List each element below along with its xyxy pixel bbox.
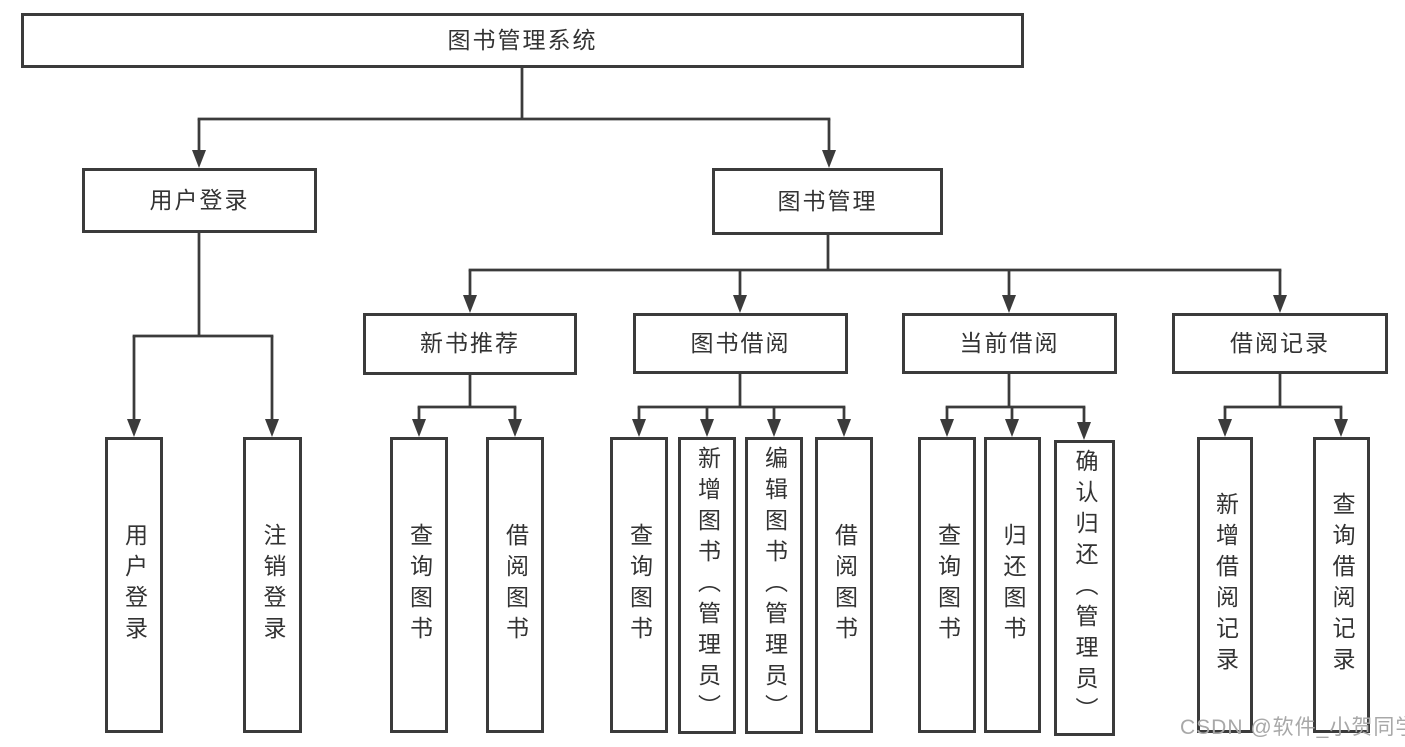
new-book-recommend-label: 新书推荐 <box>420 330 520 357</box>
borrowing-records-box: 借阅记录 <box>1172 313 1388 374</box>
leaf-confirm-return-admin-box: 确认归还（管理员） <box>1054 440 1115 736</box>
leaf-query-books-recommend-box: 查询图书 <box>390 437 448 733</box>
leaf-borrow-books-recommend-label: 借阅图书 <box>502 523 529 647</box>
csdn-watermark: CSDN @软件_小贺同学 <box>1180 716 1405 739</box>
root-box: 图书管理系统 <box>21 13 1024 68</box>
leaf-user-login-label: 用户登录 <box>121 523 148 647</box>
leaf-borrow-books-recommend-box: 借阅图书 <box>486 437 544 733</box>
leaf-logout-label: 注销登录 <box>260 523 286 647</box>
leaf-user-login-box: 用户登录 <box>105 437 163 733</box>
current-borrowing-label: 当前借阅 <box>959 329 1060 356</box>
leaf-add-books-admin-label: 新增图书（管理员） <box>694 446 721 725</box>
leaf-query-books-borrowing-label: 查询图书 <box>626 523 653 647</box>
leaf-borrow-books-borrowing-box: 借阅图书 <box>815 437 873 733</box>
current-borrowing-box: 当前借阅 <box>902 313 1117 374</box>
root-label: 图书管理系统 <box>447 26 598 53</box>
leaf-add-books-admin-box: 新增图书（管理员） <box>678 437 736 734</box>
leaf-add-borrow-record-box: 新增借阅记录 <box>1197 437 1253 733</box>
leaf-borrow-books-borrowing-label: 借阅图书 <box>831 523 858 647</box>
leaf-edit-books-admin-label: 编辑图书（管理员） <box>761 446 788 725</box>
book-borrowing-box: 图书借阅 <box>633 313 848 374</box>
leaf-logout-box: 注销登录 <box>243 437 302 733</box>
leaf-add-borrow-record-label: 新增借阅记录 <box>1212 492 1239 678</box>
user-login-label: 用户登录 <box>149 186 250 213</box>
leaf-confirm-return-admin-label: 确认归还（管理员） <box>1072 448 1098 728</box>
leaf-return-books-box: 归还图书 <box>984 437 1041 733</box>
book-management-label: 图书管理 <box>777 187 878 214</box>
book-management-box: 图书管理 <box>712 168 943 235</box>
leaf-query-books-recommend-label: 查询图书 <box>406 523 433 647</box>
user-login-box: 用户登录 <box>82 168 317 233</box>
leaf-query-borrow-record-label: 查询借阅记录 <box>1329 492 1355 678</box>
leaf-query-books-current-label: 查询图书 <box>934 523 961 647</box>
leaf-query-books-borrowing-box: 查询图书 <box>610 437 668 733</box>
leaf-edit-books-admin-box: 编辑图书（管理员） <box>745 437 803 734</box>
book-borrowing-label: 图书借阅 <box>690 329 791 356</box>
new-book-recommend-box: 新书推荐 <box>363 313 577 375</box>
leaf-query-books-current-box: 查询图书 <box>918 437 976 733</box>
leaf-query-borrow-record-box: 查询借阅记录 <box>1313 437 1370 733</box>
leaf-return-books-label: 归还图书 <box>1000 523 1026 647</box>
borrowing-records-label: 借阅记录 <box>1230 329 1330 356</box>
